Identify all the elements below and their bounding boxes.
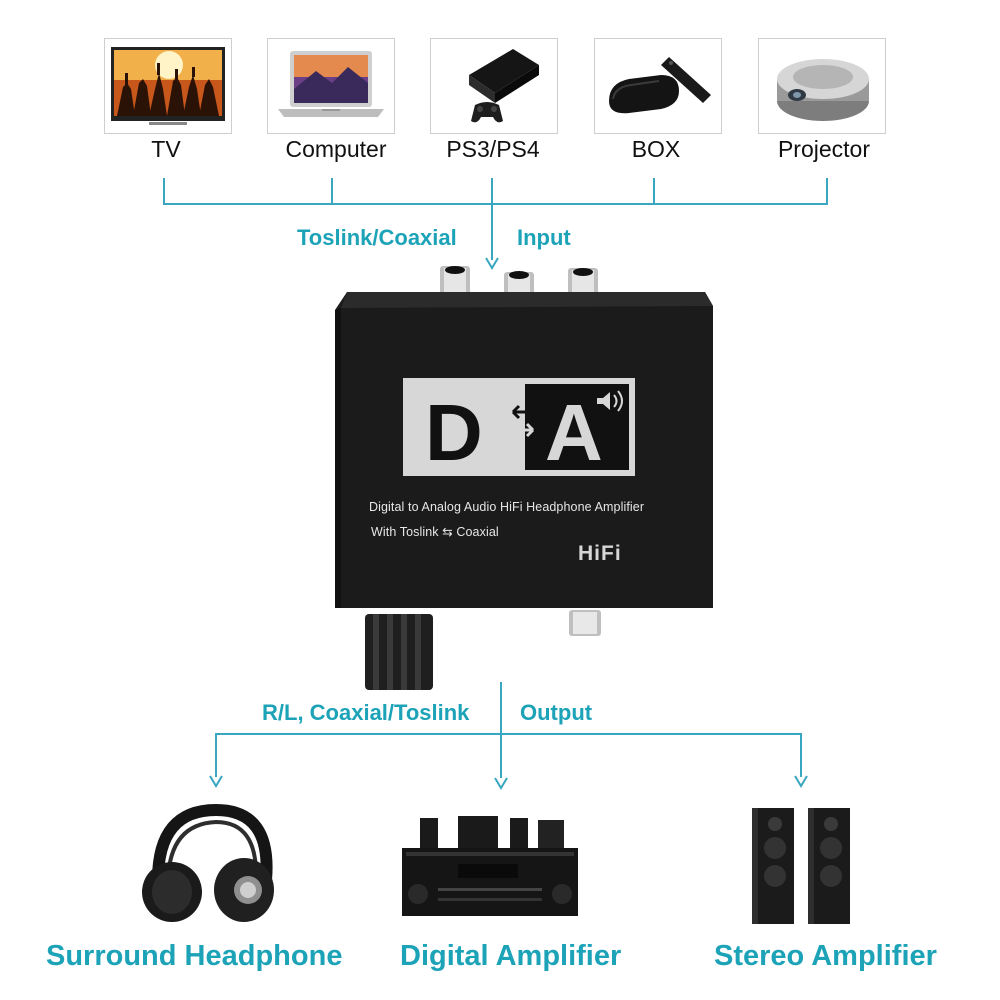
output-label-stereo: Stereo Amplifier bbox=[714, 940, 937, 972]
volume-knob[interactable] bbox=[365, 614, 433, 690]
device-description: Digital to Analog Audio HiFi Headphone A… bbox=[369, 500, 645, 514]
hifi-badge: HiFi bbox=[578, 542, 622, 565]
console-image-frame bbox=[430, 38, 558, 134]
power-jack bbox=[568, 268, 598, 298]
connector-computer bbox=[331, 178, 333, 204]
headphone-icon bbox=[142, 803, 274, 922]
left-arrow-icon bbox=[511, 404, 525, 420]
right-arrow-icon bbox=[513, 422, 535, 438]
source-label-box: BOX bbox=[631, 136, 681, 162]
speakers-icon bbox=[752, 808, 850, 924]
connector-output-bus bbox=[215, 733, 802, 735]
connector-main bbox=[491, 178, 493, 260]
front-jacks bbox=[365, 610, 601, 690]
source-label-console: PS3/PS4 bbox=[446, 136, 540, 162]
projector-image-frame bbox=[758, 38, 886, 134]
source-label-projector: Projector bbox=[777, 136, 871, 162]
projector-icon bbox=[777, 59, 869, 121]
connector-box bbox=[653, 178, 655, 204]
output-arrow-amplifier-icon bbox=[494, 777, 508, 790]
input-label: Input bbox=[517, 225, 571, 250]
top-jacks bbox=[440, 266, 598, 298]
tv-icon bbox=[111, 47, 225, 125]
input-arrow-icon bbox=[485, 257, 499, 270]
toslink-jack bbox=[504, 271, 534, 298]
output-arrow-stereo-icon bbox=[794, 775, 808, 788]
game-console-icon bbox=[469, 49, 539, 123]
connector-headphone bbox=[215, 733, 217, 777]
right-speaker bbox=[808, 808, 850, 924]
computer-image-frame bbox=[267, 38, 395, 134]
output-label-amplifier: Digital Amplifier bbox=[400, 940, 622, 972]
tv-box-icon bbox=[609, 57, 711, 114]
logo-letter-d: D bbox=[425, 388, 483, 477]
source-label-computer: Computer bbox=[285, 136, 387, 162]
output-type-label: R/L, Coaxial/Toslink bbox=[262, 700, 470, 725]
connector-tv bbox=[163, 178, 165, 204]
output-label-headphone: Surround Headphone bbox=[46, 940, 343, 972]
speaker-icon bbox=[597, 390, 623, 412]
input-type-label: Toslink/Coaxial bbox=[297, 225, 457, 250]
tv-image-frame bbox=[104, 38, 232, 134]
device-with-line: With Toslink ⇆ Coaxial bbox=[371, 525, 499, 539]
laptop-icon bbox=[278, 51, 384, 117]
connector-bus bbox=[163, 203, 828, 205]
coaxial-jack bbox=[440, 266, 470, 298]
connector-projector bbox=[826, 178, 828, 204]
output-label: Output bbox=[520, 700, 593, 725]
av-receiver-icon bbox=[402, 816, 578, 916]
left-speaker bbox=[752, 808, 794, 924]
headphone-jack bbox=[569, 610, 601, 636]
source-label-tv: TV bbox=[151, 136, 181, 162]
connector-output-main bbox=[500, 682, 502, 778]
output-arrow-headphone-icon bbox=[209, 775, 223, 788]
box-image-frame bbox=[594, 38, 722, 134]
connector-stereo bbox=[800, 733, 802, 777]
logo-letter-a: A bbox=[545, 388, 603, 477]
device-body bbox=[335, 292, 713, 608]
